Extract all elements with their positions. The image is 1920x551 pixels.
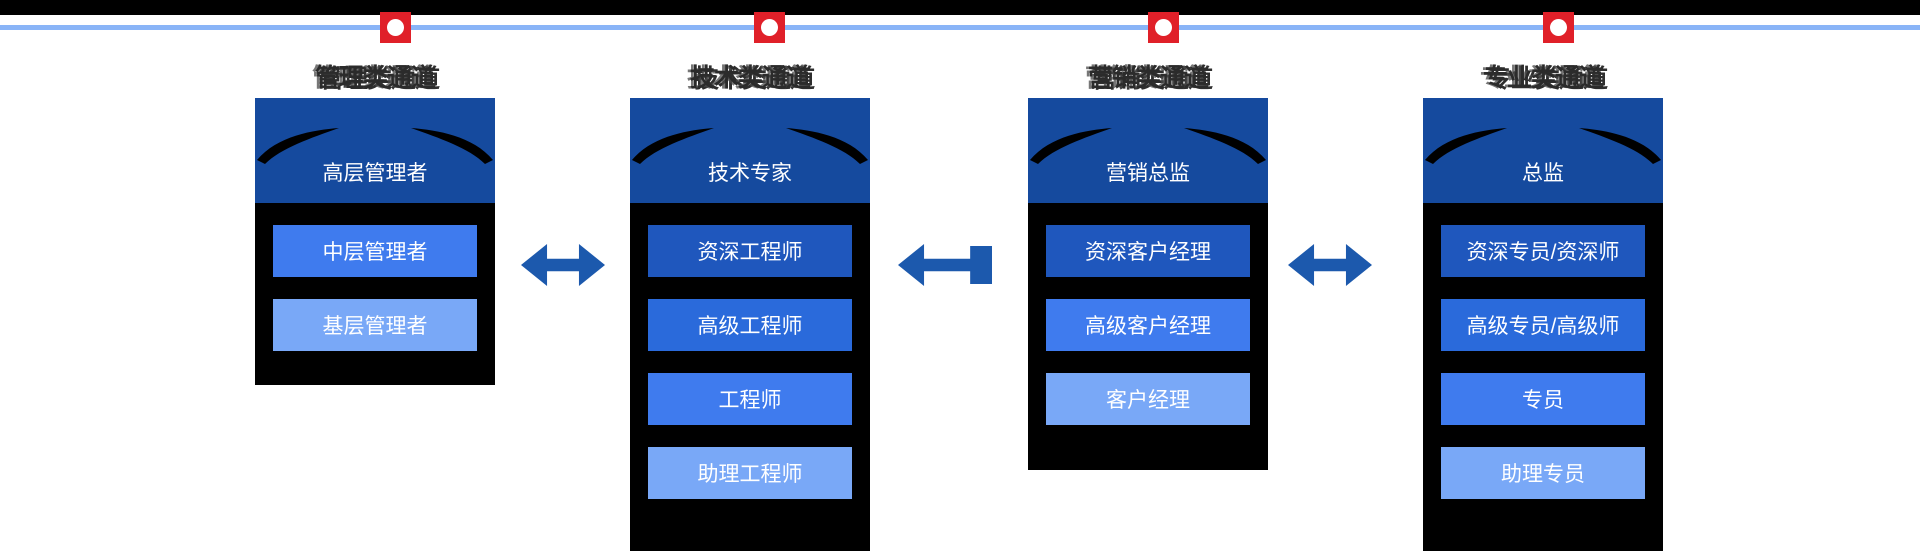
level-label: 高级客户经理	[1085, 315, 1211, 338]
channel-title-marketing: 营销类通道营销类通道营销类通道	[1084, 58, 1213, 94]
timeline-track	[0, 25, 1920, 30]
level-label: 资深专员/资深师	[1466, 241, 1620, 264]
level-label: 总监	[1522, 162, 1564, 185]
level-label: 助理专员	[1501, 463, 1585, 486]
arrow-marketing-technical-icon	[898, 244, 992, 286]
title-text: 管理类通道	[314, 64, 436, 92]
ladder-rung-marketing-1[interactable]: 资深客户经理	[1046, 225, 1250, 277]
ladder-cap-marketing[interactable]: 营销总监	[1028, 98, 1268, 203]
level-label: 技术专家	[708, 162, 792, 185]
level-label: 助理工程师	[697, 463, 803, 486]
level-label: 高层管理者	[322, 162, 428, 185]
level-label: 中层管理者	[322, 241, 428, 264]
ladder-rung-management-1[interactable]: 中层管理者	[273, 225, 477, 277]
level-label: 资深工程师	[697, 241, 803, 264]
ladder-rung-technical-2[interactable]: 高级工程师	[648, 299, 852, 351]
ladder-rung-professional-4[interactable]: 助理专员	[1441, 447, 1645, 499]
ladder-rung-marketing-2[interactable]: 高级客户经理	[1046, 299, 1250, 351]
ladder-rung-management-2[interactable]: 基层管理者	[273, 299, 477, 351]
title-ghost-layer: 营销类通道	[1091, 65, 1213, 93]
title-ghost-layer: 管理类通道	[318, 65, 440, 93]
title-ghost-layer: 技术类通道	[693, 65, 815, 93]
ladder-frame-professional: 总监资深专员/资深师高级专员/高级师专员助理专员	[1423, 98, 1663, 551]
ladder-rung-professional-1[interactable]: 资深专员/资深师	[1441, 225, 1645, 277]
marker-dot-icon	[387, 19, 404, 36]
ladder-rung-technical-1[interactable]: 资深工程师	[648, 225, 852, 277]
arrow-marketing-professional-icon	[1288, 244, 1372, 286]
level-label: 工程师	[718, 389, 782, 412]
level-label: 基层管理者	[322, 315, 428, 338]
marker-dot-icon	[1550, 19, 1567, 36]
level-label: 专员	[1522, 389, 1564, 412]
ladder-rung-marketing-3[interactable]: 客户经理	[1046, 373, 1250, 425]
title-ghost-layer-2: 管理类通道	[311, 64, 433, 92]
timeline-marker-2[interactable]	[754, 12, 785, 43]
ladder-cap-professional[interactable]: 总监	[1423, 98, 1663, 203]
timeline-marker-1[interactable]	[380, 12, 411, 43]
ladder-cap-technical[interactable]: 技术专家	[630, 98, 870, 203]
arrow-management-technical-icon	[521, 244, 605, 286]
top-black-bar	[0, 0, 1920, 15]
ladder-rung-professional-2[interactable]: 高级专员/高级师	[1441, 299, 1645, 351]
title-ghost-layer: 专业类通道	[1486, 65, 1608, 93]
title-ghost-layer-2: 营销类通道	[1084, 64, 1206, 92]
marker-dot-icon	[1155, 19, 1172, 36]
title-text: 营销类通道	[1087, 64, 1209, 92]
ladder-frame-technical: 技术专家资深工程师高级工程师工程师助理工程师	[630, 98, 870, 551]
ladder-rung-professional-3[interactable]: 专员	[1441, 373, 1645, 425]
timeline-marker-3[interactable]	[1148, 12, 1179, 43]
marker-dot-icon	[761, 19, 778, 36]
level-label: 客户经理	[1106, 389, 1190, 412]
ladder-frame-marketing: 营销总监资深客户经理高级客户经理客户经理	[1028, 98, 1268, 470]
timeline-marker-4[interactable]	[1543, 12, 1574, 43]
level-label: 资深客户经理	[1085, 241, 1211, 264]
channel-title-professional: 专业类通道专业类通道专业类通道	[1479, 58, 1608, 94]
level-label: 营销总监	[1106, 162, 1190, 185]
channel-title-technical: 技术类通道技术类通道技术类通道	[686, 58, 815, 94]
level-label: 高级工程师	[697, 315, 803, 338]
title-text: 专业类通道	[1482, 64, 1604, 92]
title-text: 技术类通道	[689, 64, 811, 92]
title-ghost-layer-2: 专业类通道	[1479, 64, 1601, 92]
ladder-rung-technical-3[interactable]: 工程师	[648, 373, 852, 425]
title-ghost-layer-2: 技术类通道	[686, 64, 808, 92]
ladder-rung-technical-4[interactable]: 助理工程师	[648, 447, 852, 499]
ladder-frame-management: 高层管理者中层管理者基层管理者	[255, 98, 495, 385]
channel-title-management: 管理类通道管理类通道管理类通道	[311, 58, 440, 94]
ladder-cap-management[interactable]: 高层管理者	[255, 98, 495, 203]
level-label: 高级专员/高级师	[1466, 315, 1620, 338]
